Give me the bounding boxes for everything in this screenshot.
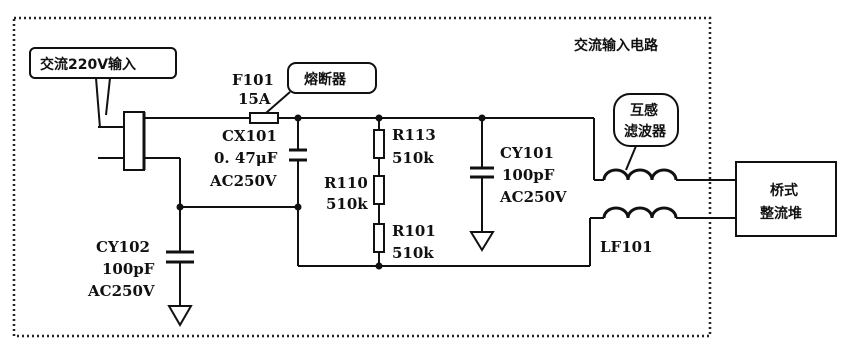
fuse-callout-label: 熔断器 [304,71,347,88]
cy101-rating: AC250V [499,188,567,206]
cy102-ref: CY102 [96,238,150,256]
r110-value: 510k [326,195,368,213]
r101-ref: R101 [392,222,436,240]
input-callout-pointer-2 [105,77,111,116]
frame-title: 交流输入电路 [574,37,659,54]
resistor-r110 [373,175,385,205]
bridge-label-line2: 整流堆 [759,205,802,222]
resistor-r113 [373,129,385,159]
fuse-callout-pointer [265,91,291,114]
input-connector [123,111,145,171]
ground-symbol [469,231,495,252]
fuse-ref: F101 [232,71,274,89]
bridge-rectifier-block [735,161,837,237]
r101-value: 510k [392,244,434,262]
choke-winding-top [602,168,678,181]
cx101-ref: CX101 [222,127,277,145]
cy101-value: 100pF [502,166,555,184]
cx101-value: 0. 47μF [214,149,278,167]
circuit-boundary [12,16,712,338]
ground-symbol [167,305,193,327]
cy102-value: 100pF [102,260,155,278]
r110-ref: R110 [324,174,368,192]
junction-dot [294,114,302,122]
r113-ref: R113 [392,126,436,144]
fuse-f101 [249,112,279,124]
resistor-r101 [373,223,385,253]
junction-dot [375,262,383,270]
cx101-rating: AC250V [209,172,277,190]
lf101-ref: LF101 [600,238,653,256]
choke-callout-pointer [625,145,637,171]
input-callout-label: 交流220V输入 [40,56,136,73]
fuse-callout-box [287,62,377,94]
fuse-value: 15A [238,90,271,108]
cy101-ref: CY101 [500,144,554,162]
cy102-rating: AC250V [87,282,155,300]
input-callout-pointer [95,77,101,129]
choke-callout-box [613,93,679,147]
bridge-label-line1: 桥式 [770,182,798,199]
r113-value: 510k [392,149,434,167]
junction-dot [375,114,383,122]
choke-callout-line2: 滤波器 [624,123,667,140]
input-callout-box [29,47,177,79]
choke-winding-bottom [602,206,678,219]
choke-callout-line1: 互感 [630,102,658,119]
